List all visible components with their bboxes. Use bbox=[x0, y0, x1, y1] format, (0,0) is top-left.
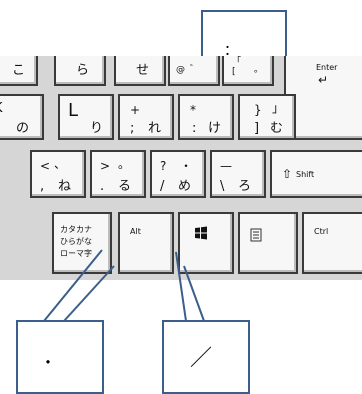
key-shift: ⇧ Shift bbox=[270, 150, 362, 198]
key-bracket-open-extra: 。 bbox=[254, 65, 264, 75]
key-windows bbox=[178, 212, 234, 274]
key-at-bottom: ゛ bbox=[190, 65, 200, 75]
key-at-top: @ bbox=[176, 65, 185, 75]
key-comma-br: ね bbox=[58, 179, 72, 194]
keyboard-image: こ ら せ @ ゛ [ 「 。 Enter ↵ K の L り + ; れ * … bbox=[0, 56, 362, 280]
key-bracket-open: [ 「 。 bbox=[222, 56, 274, 86]
callout-top-text: ： bbox=[224, 43, 238, 59]
key-k-bottom: の bbox=[16, 121, 30, 136]
key-bracket-close-tl: } bbox=[254, 103, 262, 117]
key-bracket-close-br: む bbox=[270, 121, 284, 136]
key-se: せ bbox=[114, 56, 166, 86]
menu-key-icon bbox=[250, 228, 262, 242]
key-bracket-close-bl: ] bbox=[254, 121, 260, 136]
key-comma-bl: , bbox=[40, 179, 45, 194]
shift-arrow-icon: ⇧ bbox=[282, 167, 293, 181]
key-bracket-close-tr: 」 bbox=[272, 101, 285, 115]
callout-top-box bbox=[201, 10, 287, 56]
key-colon-bl: : bbox=[192, 121, 197, 136]
callout-bottom-left-text: ・ bbox=[40, 353, 57, 372]
callout-bottom-right-text: ／ bbox=[190, 346, 213, 371]
key-backslash-tl: — bbox=[220, 159, 232, 173]
key-colon: * : け bbox=[178, 94, 234, 140]
key-slash: ? ・ / め bbox=[150, 150, 206, 198]
callout-bottom-right-box bbox=[162, 320, 250, 394]
key-l: L り bbox=[58, 94, 114, 140]
key-colon-tl: * bbox=[190, 103, 196, 117]
key-period-bl: . bbox=[100, 179, 105, 194]
key-ctrl-label: Ctrl bbox=[314, 227, 329, 236]
key-alt-label: Alt bbox=[130, 227, 141, 236]
key-period: > 。 . る bbox=[90, 150, 146, 198]
windows-logo-icon bbox=[195, 226, 207, 240]
key-ctrl: Ctrl bbox=[302, 212, 362, 274]
key-kana-line3: ローマ字 bbox=[60, 249, 92, 258]
key-se-label: せ bbox=[136, 63, 150, 78]
key-kana-line2: ひらがな bbox=[60, 237, 92, 246]
key-slash-tr: ・ bbox=[180, 159, 193, 173]
key-k: K の bbox=[0, 94, 44, 140]
key-slash-tl: ? bbox=[160, 159, 167, 173]
key-period-br: る bbox=[118, 179, 132, 194]
key-semicolon-tl: + bbox=[130, 103, 141, 117]
key-kana-line1: カタカナ bbox=[60, 225, 92, 234]
key-enter-label: Enter bbox=[316, 63, 338, 72]
return-arrow-icon: ↵ bbox=[318, 73, 329, 87]
key-backslash-br: ろ bbox=[238, 179, 252, 194]
key-backslash-bl: \ bbox=[220, 179, 225, 194]
key-slash-br: め bbox=[178, 179, 192, 194]
key-l-bottom: り bbox=[90, 121, 104, 136]
key-backslash: — \ ろ bbox=[210, 150, 266, 198]
key-ra-label: ら bbox=[76, 63, 90, 78]
key-semicolon-bl: ; bbox=[130, 121, 135, 136]
key-shift-label: Shift bbox=[296, 170, 315, 179]
key-comma-tl: < bbox=[40, 159, 51, 173]
key-k-top: K bbox=[0, 102, 3, 115]
key-semicolon-br: れ bbox=[148, 121, 162, 136]
callout-bottom-left-box bbox=[16, 320, 104, 394]
key-enter: Enter ↵ bbox=[284, 56, 362, 140]
key-period-tr: 。 bbox=[118, 157, 131, 171]
key-kana: カタカナ ひらがな ローマ字 bbox=[52, 212, 112, 274]
key-bracket-close: } 」 ] む bbox=[238, 94, 296, 140]
key-slash-bl: / bbox=[160, 179, 165, 194]
key-at: @ ゛ bbox=[168, 56, 220, 86]
key-semicolon: + ; れ bbox=[118, 94, 174, 140]
key-alt: Alt bbox=[118, 212, 174, 274]
key-period-tl: > bbox=[100, 159, 111, 173]
key-bracket-open-top: [ bbox=[232, 67, 236, 77]
key-comma: < 、 , ね bbox=[30, 150, 86, 198]
key-comma-tr: 、 bbox=[54, 157, 67, 171]
key-ko-label: こ bbox=[12, 63, 26, 78]
key-bracket-open-kana: 「 bbox=[232, 57, 242, 67]
key-ra: ら bbox=[54, 56, 106, 86]
key-colon-br: け bbox=[208, 121, 222, 136]
key-menu bbox=[238, 212, 298, 274]
key-l-top: L bbox=[68, 100, 79, 121]
key-ko: こ bbox=[0, 56, 38, 86]
